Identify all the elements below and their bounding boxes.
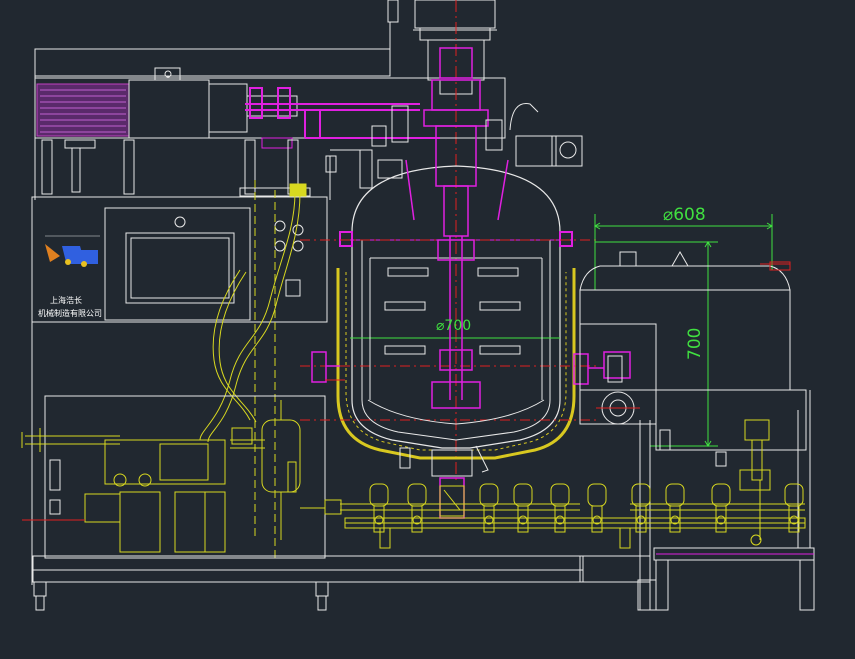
valve-6 bbox=[587, 483, 607, 533]
filter-vessel bbox=[261, 400, 342, 540]
dimension-tank-height: 700 bbox=[685, 328, 705, 360]
valve-row bbox=[369, 483, 804, 533]
valve-7 bbox=[631, 483, 651, 533]
side-nozzles bbox=[311, 351, 631, 385]
control-cabinet bbox=[31, 196, 328, 585]
red-markers bbox=[22, 263, 790, 521]
valve-5 bbox=[550, 483, 570, 533]
dimension-vessel-diameter: ⌀700 bbox=[436, 318, 471, 334]
right-valve-cluster bbox=[739, 419, 771, 546]
valve-4 bbox=[513, 483, 533, 533]
homogenizer-pump bbox=[21, 427, 265, 553]
valve-1 bbox=[369, 483, 389, 533]
vacuum-motor bbox=[36, 67, 298, 139]
bottom-discharge bbox=[399, 445, 489, 477]
motor-legs bbox=[41, 137, 311, 197]
right-tank bbox=[579, 250, 807, 451]
valve-9 bbox=[711, 483, 731, 533]
dimension-tank-diameter: ⌀608 bbox=[663, 205, 706, 225]
valve-manifold bbox=[340, 503, 806, 549]
valve-10 bbox=[784, 483, 804, 533]
top-nozzles bbox=[325, 103, 583, 200]
valve-2 bbox=[407, 483, 427, 533]
cable-run bbox=[199, 180, 307, 560]
dimension-lines bbox=[594, 214, 773, 447]
company-name-line2: 机械制造有限公司 bbox=[38, 308, 102, 318]
right-stand bbox=[637, 390, 815, 611]
valve-3 bbox=[479, 483, 499, 533]
valve-8 bbox=[665, 483, 685, 533]
agitator-paddles bbox=[367, 257, 545, 425]
valve-center bbox=[439, 485, 465, 517]
company-name-line1: 上海浩长 bbox=[50, 295, 82, 305]
company-logo-icon bbox=[45, 235, 100, 267]
